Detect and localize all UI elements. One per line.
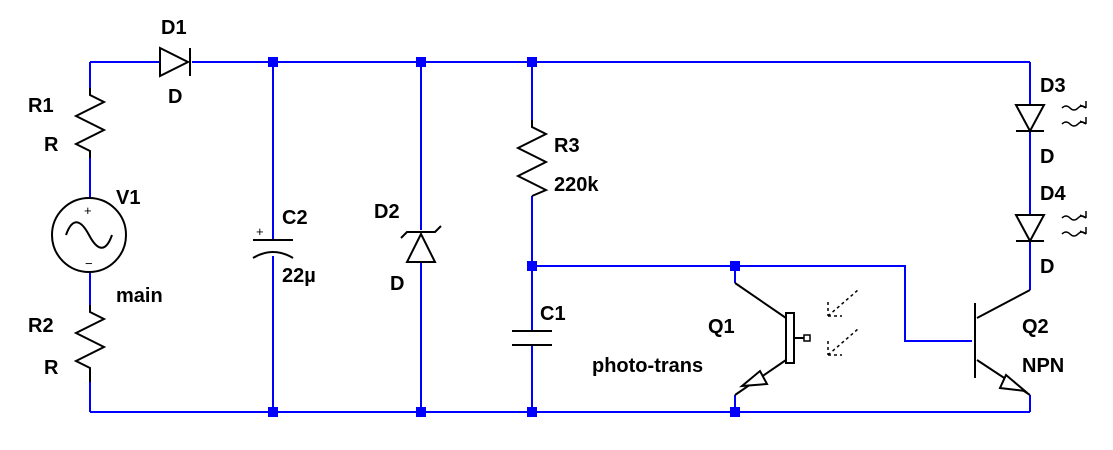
q2-ref-label: Q2: [1022, 316, 1049, 338]
d2-value-label: D: [390, 273, 404, 295]
zener-d2-triangle: [405, 231, 437, 263]
q2-value-label: NPN: [1022, 355, 1064, 377]
wires: [89, 61, 1031, 413]
resistor-r3[interactable]: [515, 120, 549, 197]
light-rays-icon: [827, 289, 859, 356]
q1-base-pin: [803, 334, 811, 342]
q1-ref-label: Q1: [708, 316, 735, 338]
resistor-r3-zigzag: [515, 120, 549, 197]
wire-node-right: [532, 265, 972, 342]
d2-ref-label: D2: [374, 201, 400, 223]
resistor-r1-zigzag: [73, 88, 107, 158]
junction-dot: [527, 57, 537, 67]
q1-emitter-arrow: [738, 369, 769, 388]
q2-emitter-arrow: [998, 373, 1029, 393]
capacitor-c1[interactable]: [512, 330, 552, 346]
d3-value-label: D: [1040, 146, 1054, 168]
d3-ref-label: D3: [1040, 75, 1066, 97]
q1-value-label: photo-trans: [592, 355, 703, 377]
d4-ref-label: D4: [1040, 183, 1066, 205]
r2-value-label: R: [44, 357, 59, 379]
junction-dot: [730, 407, 740, 417]
d1-value-label: D: [168, 86, 182, 108]
led-d3-triangle: [1014, 104, 1046, 134]
junction-dot: [416, 407, 426, 417]
r2-ref-label: R2: [28, 315, 54, 337]
r1-ref-label: R1: [28, 95, 54, 117]
minus-sign: −: [85, 256, 93, 271]
c2-value-label: 22µ: [282, 265, 316, 287]
r1-value-label: R: [44, 134, 59, 156]
capacitor-c2-plate-curved: [252, 251, 294, 259]
junction-dot: [416, 57, 426, 67]
npn-transistor-q2[interactable]: [974, 289, 1031, 396]
q2-collector-lead: [976, 289, 1031, 319]
q1-collector-lead: [734, 282, 787, 319]
diode-d1-triangle: [159, 46, 191, 78]
r3-ref-label: R3: [554, 135, 580, 157]
d1-ref-label: D1: [161, 17, 187, 39]
c1-ref-label: C1: [540, 303, 566, 325]
diode-d1[interactable]: [159, 46, 191, 78]
plus-sign: +: [84, 203, 92, 218]
zener-diode-d2[interactable]: [400, 225, 442, 263]
junction-dot: [268, 57, 278, 67]
resistor-r2[interactable]: [73, 305, 107, 382]
q1-base-bar: [785, 312, 795, 364]
voltage-source-v1[interactable]: + −: [51, 197, 127, 273]
junction-dot: [527, 261, 537, 271]
c2-ref-label: C2: [282, 207, 308, 229]
capacitor-c2[interactable]: +: [252, 224, 294, 259]
d4-value-label: D: [1040, 256, 1054, 278]
light-emission-icon: [1061, 211, 1087, 237]
phototransistor-q1[interactable]: [734, 282, 859, 396]
led-d4-triangle: [1014, 214, 1046, 244]
junction-dot: [730, 261, 740, 271]
plus-sign: +: [256, 224, 264, 239]
junction-dot: [268, 407, 278, 417]
led-d4[interactable]: [1014, 211, 1087, 244]
junction-dot: [527, 407, 537, 417]
junctions: [268, 57, 740, 417]
r3-value-label: 220k: [554, 174, 599, 196]
zener-d2-bar: [400, 225, 442, 239]
led-d3[interactable]: [1014, 101, 1087, 134]
resistor-r2-zigzag: [73, 305, 107, 382]
voltage-source-v1-body: [51, 197, 127, 273]
v1-ref-label: V1: [116, 187, 140, 209]
ac-sine-icon: [65, 221, 113, 249]
v1-value-label: main: [116, 285, 163, 307]
resistor-r1[interactable]: [73, 88, 107, 158]
light-emission-icon: [1061, 101, 1087, 127]
